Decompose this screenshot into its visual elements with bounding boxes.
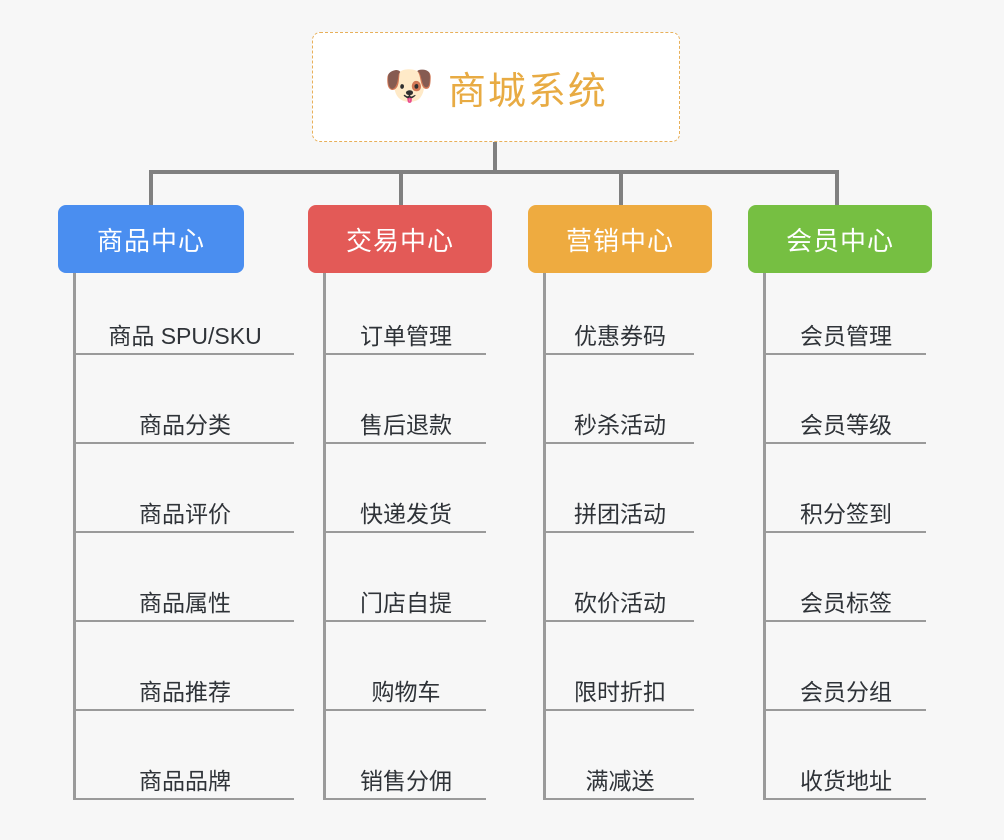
branch-bus-line (149, 170, 839, 174)
branch-trunk-line (763, 273, 766, 800)
leaf-item-label: 商品 SPU/SKU (108, 322, 262, 349)
leaf-item[interactable]: 积分签到 (766, 485, 926, 533)
dog-face-icon: 🐶 (384, 63, 434, 109)
leaf-item-label: 快递发货 (360, 500, 452, 527)
branch-drop-line-3 (619, 170, 623, 207)
leaf-item[interactable]: 商品推荐 (76, 663, 294, 711)
leaf-item[interactable]: 商品品牌 (76, 752, 294, 800)
leaf-item[interactable]: 销售分佣 (326, 752, 486, 800)
branch-header-label: 交易中心 (345, 225, 454, 256)
branch-header-trade-center[interactable]: 交易中心 (308, 205, 492, 273)
branch-drop-line-4 (835, 170, 839, 207)
branch-header-label: 会员中心 (785, 225, 894, 256)
leaf-item[interactable]: 会员管理 (766, 307, 926, 355)
leaf-item-label: 商品评价 (139, 500, 231, 527)
branch-trunk-line (73, 273, 76, 800)
leaf-item-label: 商品推荐 (139, 678, 231, 705)
leaf-item-label: 限时折扣 (574, 678, 666, 705)
leaf-item-label: 砍价活动 (574, 589, 666, 616)
leaf-item[interactable]: 快递发货 (326, 485, 486, 533)
leaf-item[interactable]: 订单管理 (326, 307, 486, 355)
leaf-item-label: 会员管理 (800, 322, 892, 349)
leaf-item[interactable]: 会员等级 (766, 396, 926, 444)
root-title: 商城系统 (447, 70, 608, 113)
leaf-item[interactable]: 商品属性 (76, 574, 294, 622)
branch-trunk-line (323, 273, 326, 800)
leaf-item-label: 商品分类 (139, 411, 231, 438)
branch-drop-line-1 (149, 170, 153, 207)
leaf-item-label: 收货地址 (800, 767, 892, 794)
leaf-item-label: 销售分佣 (360, 767, 452, 794)
leaf-item[interactable]: 售后退款 (326, 396, 486, 444)
leaf-item[interactable]: 会员标签 (766, 574, 926, 622)
leaf-item[interactable]: 会员分组 (766, 663, 926, 711)
branch-header-product-center[interactable]: 商品中心 (58, 205, 244, 273)
leaf-item[interactable]: 秒杀活动 (546, 396, 694, 444)
leaf-item-label: 优惠券码 (574, 322, 666, 349)
root-node[interactable]: 🐶 商城系统 (312, 32, 680, 142)
leaf-item-label: 售后退款 (360, 411, 452, 438)
leaf-item-label: 会员等级 (800, 411, 892, 438)
leaf-item-label: 购物车 (371, 678, 441, 705)
branch-trunk-line (543, 273, 546, 800)
leaf-item[interactable]: 商品 SPU/SKU (76, 307, 294, 355)
leaf-item[interactable]: 优惠券码 (546, 307, 694, 355)
leaf-item-label: 订单管理 (360, 322, 452, 349)
branch-header-marketing-center[interactable]: 营销中心 (528, 205, 712, 273)
leaf-item-label: 拼团活动 (574, 500, 666, 527)
leaf-item[interactable]: 收货地址 (766, 752, 926, 800)
leaf-item[interactable]: 砍价活动 (546, 574, 694, 622)
leaf-item-label: 商品品牌 (139, 767, 231, 794)
branch-header-label: 营销中心 (565, 225, 674, 256)
branch-drop-line-2 (399, 170, 403, 207)
leaf-item[interactable]: 限时折扣 (546, 663, 694, 711)
leaf-item-label: 秒杀活动 (574, 411, 666, 438)
leaf-item[interactable]: 门店自提 (326, 574, 486, 622)
branch-header-label: 商品中心 (96, 225, 205, 256)
root-stem-line (493, 142, 497, 174)
branch-header-member-center[interactable]: 会员中心 (748, 205, 932, 273)
leaf-item-label: 满减送 (585, 767, 655, 794)
leaf-item[interactable]: 拼团活动 (546, 485, 694, 533)
leaf-item-label: 会员分组 (800, 678, 892, 705)
leaf-item[interactable]: 商品分类 (76, 396, 294, 444)
leaf-item-label: 门店自提 (360, 589, 452, 616)
leaf-item-label: 会员标签 (800, 589, 892, 616)
leaf-item[interactable]: 购物车 (326, 663, 486, 711)
leaf-item-label: 积分签到 (800, 500, 892, 527)
leaf-item[interactable]: 满减送 (546, 752, 694, 800)
leaf-item-label: 商品属性 (139, 589, 231, 616)
leaf-item[interactable]: 商品评价 (76, 485, 294, 533)
